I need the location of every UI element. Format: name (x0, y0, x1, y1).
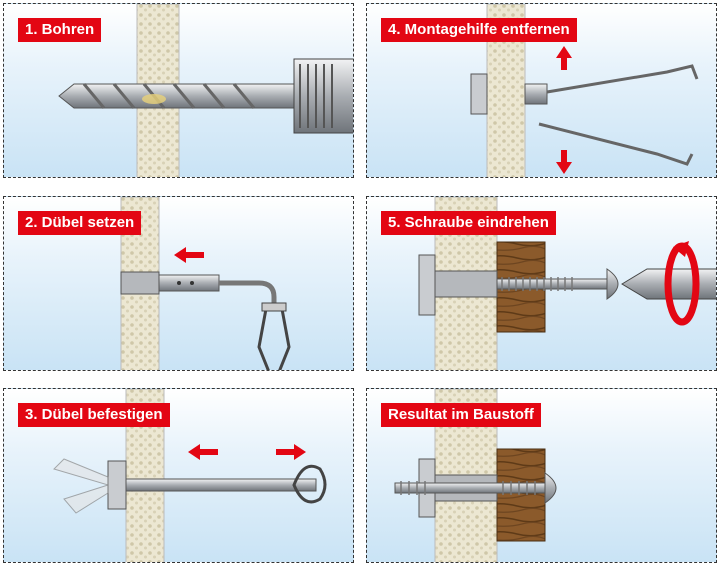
step-3-panel: 3. Dübel befestigen (3, 388, 354, 563)
setting-tool-handle (257, 302, 291, 370)
step-2-panel: 2. Dübel setzen (3, 196, 354, 371)
wall-plate (418, 254, 436, 316)
wall-plate (470, 73, 488, 115)
tool-arm-upper (546, 64, 699, 94)
tool-arm-lower (538, 122, 694, 166)
pull-handle (292, 464, 327, 504)
rotate-arrow-icon (664, 241, 700, 326)
wood-mount (496, 448, 546, 542)
step-1-label: 1. Bohren (18, 18, 102, 42)
step-1-panel: 1. Bohren (3, 3, 354, 178)
anchor-body (158, 274, 220, 292)
expanded-anchor-wings (53, 458, 109, 514)
step-4-label: 4. Montagehilfe entfernen (381, 18, 577, 42)
drill-chuck (293, 58, 353, 134)
setting-tool-rod (219, 280, 277, 309)
result-panel: Resultat im Baustoff (366, 388, 717, 563)
step-2-label: 2. Dübel setzen (18, 211, 142, 235)
step-5-label: 5. Schraube eindrehen (381, 211, 556, 235)
anchor-sleeve (120, 271, 160, 295)
arrow-down-icon (556, 150, 572, 174)
step-3-label: 3. Dübel befestigen (18, 403, 170, 427)
step-5-panel: 5. Schraube eindrehen (366, 196, 717, 371)
arrow-left-icon (174, 247, 204, 263)
result-label: Resultat im Baustoff (381, 403, 541, 427)
arrow-left-icon (188, 444, 218, 460)
screw (394, 472, 557, 504)
wall-plate (107, 460, 127, 510)
insert-anchor-illustration (120, 197, 291, 370)
anchor-sleeve (434, 270, 498, 298)
arrow-up-icon (556, 46, 572, 70)
anchor-head (524, 83, 548, 105)
screw (496, 268, 619, 300)
drill-bit (58, 83, 295, 109)
step-4-panel: 4. Montagehilfe entfernen (366, 3, 717, 178)
drilling-illustration (58, 4, 353, 177)
anchor-shaft (125, 478, 317, 492)
arrow-right-icon (276, 444, 306, 460)
